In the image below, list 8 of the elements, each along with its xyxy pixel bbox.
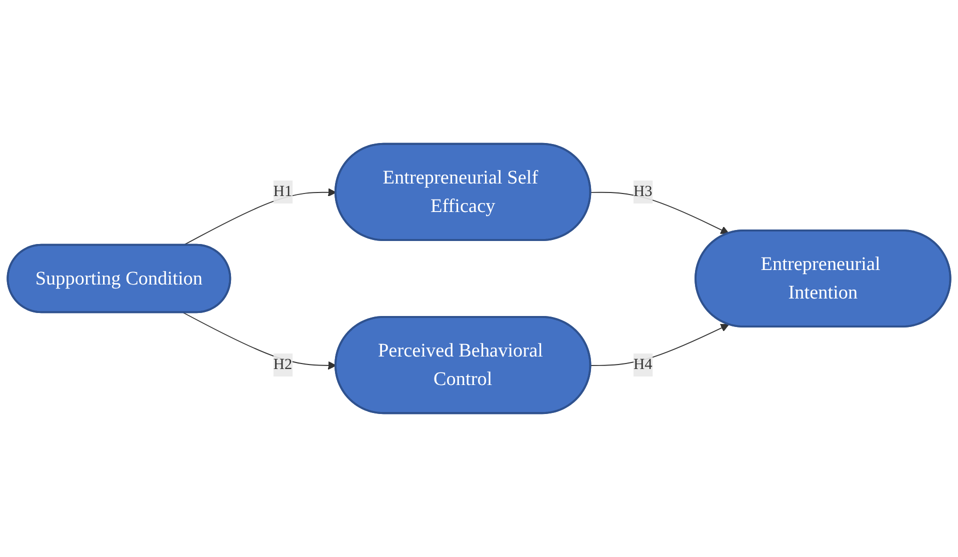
- edge-label: H2: [273, 356, 292, 373]
- arrow: [590, 192, 730, 234]
- arrow: [590, 324, 730, 366]
- edge-label: H4: [633, 356, 652, 373]
- arrow: [182, 188, 336, 246]
- arrow: [182, 312, 336, 370]
- edge-label: H3: [633, 183, 652, 200]
- edge-label: H1: [273, 183, 292, 200]
